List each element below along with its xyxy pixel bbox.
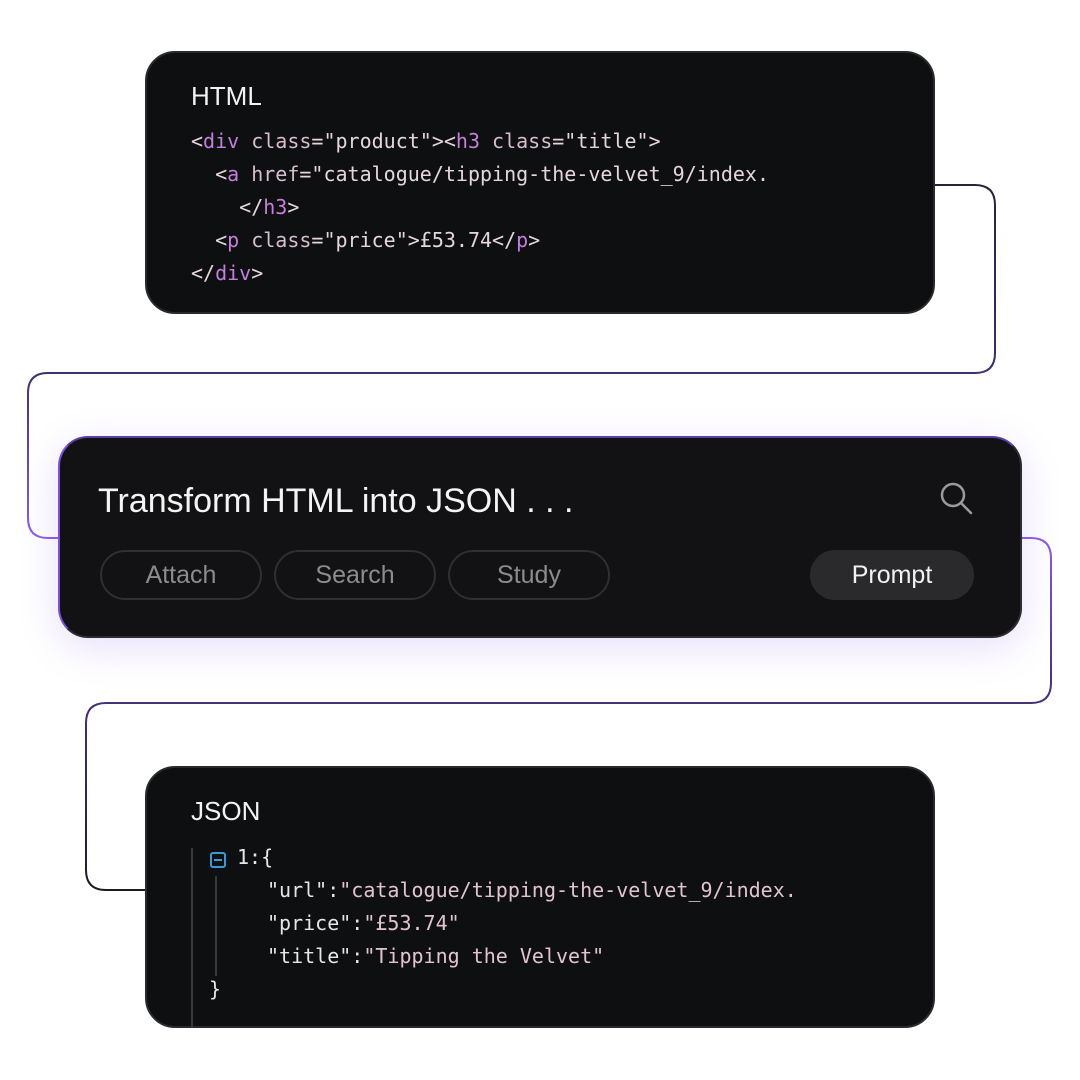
code-token: ="catalogue/tipping-the-velvet_9/index. [299, 162, 769, 186]
code-token: a [227, 162, 240, 186]
code-token: ="title"> [552, 129, 661, 153]
code-token: > [287, 195, 300, 219]
code-token: < [191, 162, 228, 186]
code-token: h3 [455, 129, 481, 153]
code-token: </ [191, 261, 216, 285]
inner-gutter-line [215, 876, 217, 976]
json-key: "title": [267, 944, 364, 968]
collapse-icon[interactable] [210, 852, 226, 868]
code-token: p [516, 228, 529, 252]
code-token: div [215, 261, 252, 285]
code-token: > [251, 261, 264, 285]
code-token: class [239, 129, 312, 153]
json-value: "catalogue/tipping-the-velvet_9/index. [339, 878, 797, 902]
json-key: "price": [267, 911, 364, 935]
html-code-card: HTML <div class="product"><h3 class="tit… [145, 51, 935, 314]
code-token: class [480, 129, 553, 153]
attach-button[interactable]: Attach [100, 550, 262, 600]
study-button[interactable]: Study [448, 550, 610, 600]
html-code-block: <div class="product"><h3 class="title"> … [191, 125, 769, 290]
prompt-input[interactable]: Transform HTML into JSON . . . [98, 482, 574, 520]
json-key: "url": [267, 878, 340, 902]
code-token: href [239, 162, 300, 186]
code-line: <p class="price">£53.74</p> [191, 224, 769, 257]
code-token: > [528, 228, 541, 252]
code-token: </ [191, 195, 264, 219]
prompt-button[interactable]: Prompt [810, 550, 974, 600]
code-line: <div class="product"><h3 class="title"> [191, 125, 769, 158]
json-close: } [209, 977, 222, 1001]
json-value: "£53.74" [363, 911, 460, 935]
code-token: p [227, 228, 240, 252]
code-line: </h3> [191, 191, 769, 224]
json-open: 1:{ [237, 845, 274, 869]
html-card-title: HTML [191, 81, 262, 111]
code-token: div [203, 129, 240, 153]
gutter-line [191, 848, 193, 1028]
json-title-line: "title":"Tipping the Velvet" [267, 940, 604, 973]
code-token: class [239, 228, 312, 252]
json-price-line: "price":"£53.74" [267, 907, 460, 940]
json-card-title: JSON [191, 796, 261, 826]
json-value: "Tipping the Velvet" [363, 944, 605, 968]
search-icon[interactable] [938, 480, 974, 516]
code-token: ="product">< [311, 129, 456, 153]
code-token: < [191, 228, 228, 252]
search-button[interactable]: Search [274, 550, 436, 600]
prompt-card: Transform HTML into JSON . . . Attach Se… [58, 436, 1022, 638]
code-line: <a href="catalogue/tipping-the-velvet_9/… [191, 158, 769, 191]
connector-html-to-prompt [27, 184, 996, 539]
code-line: </div> [191, 257, 769, 290]
connector-prompt-to-json [85, 537, 1052, 891]
code-token: ="price">£53.74</ [311, 228, 517, 252]
code-token: h3 [263, 195, 288, 219]
json-url-line: "url":"catalogue/tipping-the-velvet_9/in… [267, 874, 797, 907]
code-token: < [191, 129, 204, 153]
json-output-card: JSON 1:{ "url":"catalogue/tipping-the-ve… [145, 766, 935, 1028]
